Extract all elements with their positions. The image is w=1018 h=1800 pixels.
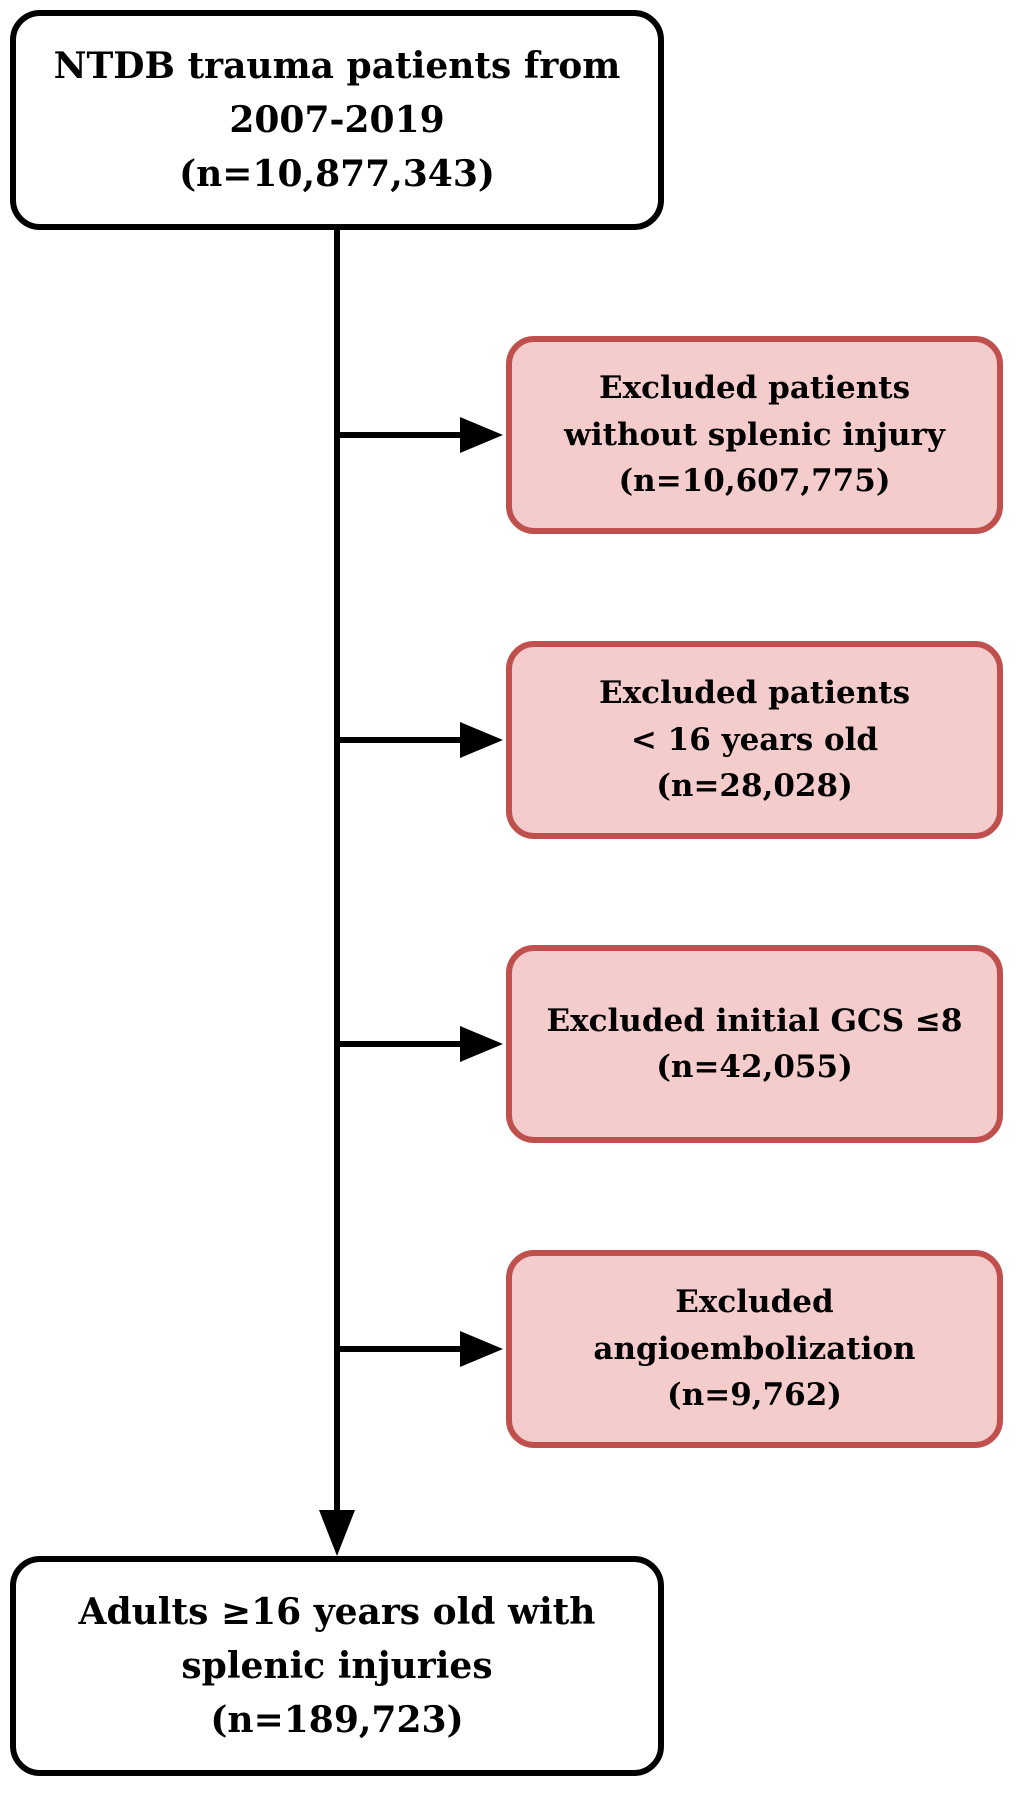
exclusion-arrow-1-head	[460, 417, 503, 453]
exclusion-1-line-2: without splenic injury	[564, 416, 945, 453]
exclusion-4-count: (n=9,762)	[667, 1377, 842, 1414]
exclusion-3-count: (n=42,055)	[656, 1049, 853, 1085]
exclusion-1-count: (n=10,607,775)	[618, 463, 891, 500]
start-box-line-1: NTDB trauma patients from	[53, 45, 621, 87]
exclusion-box-gcs: Excluded initial GCS ≤8 (n=42,055)	[506, 945, 1003, 1143]
exclusion-4-line-2: angioembolization	[593, 1330, 916, 1367]
exclusion-arrow-4-head	[460, 1331, 503, 1367]
final-cohort-line-2: splenic injuries	[181, 1645, 493, 1687]
exclusion-2-line-1: Excluded patients	[598, 675, 911, 712]
exclusion-box-angioembolization: Excluded angioembolization (n=9,762)	[506, 1250, 1003, 1448]
exclusion-2-count: (n=28,028)	[656, 768, 853, 805]
start-box-line-2: 2007-2019	[229, 99, 445, 141]
final-cohort-count: (n=189,723)	[210, 1699, 464, 1741]
main-flow-arrowhead	[319, 1510, 355, 1556]
start-box-count: (n=10,877,343)	[179, 153, 495, 195]
exclusion-2-line-2: < 16 years old	[630, 721, 879, 758]
final-cohort-box: Adults ≥16 years old with splenic injuri…	[10, 1556, 664, 1776]
start-box: NTDB trauma patients from 2007-2019 (n=1…	[10, 10, 664, 230]
exclusion-arrow-2-head	[460, 722, 503, 758]
exclusion-box-under-16: Excluded patients < 16 years old (n=28,0…	[506, 641, 1003, 839]
exclusion-box-no-splenic-injury: Excluded patients without splenic injury…	[506, 336, 1003, 534]
final-cohort-line-1: Adults ≥16 years old with	[78, 1591, 596, 1633]
exclusion-4-line-1: Excluded	[675, 1284, 834, 1321]
exclusion-3-line-1: Excluded initial GCS ≤8	[546, 1002, 963, 1039]
exclusion-arrow-3-head	[460, 1026, 503, 1062]
exclusion-1-line-1: Excluded patients	[598, 370, 911, 407]
